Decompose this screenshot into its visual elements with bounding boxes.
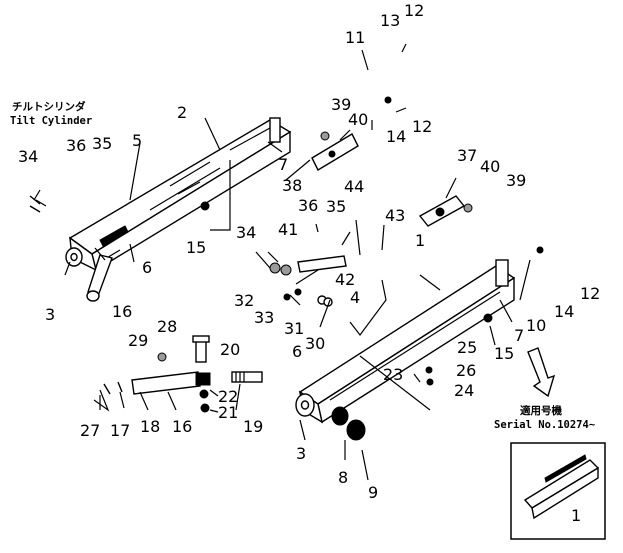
rod-part-42 bbox=[297, 255, 347, 273]
tilt-cylinder-note-en: Tilt Cylinder bbox=[10, 115, 92, 127]
callout-33: 33 bbox=[254, 308, 274, 327]
callout-16-lower: 16 bbox=[172, 417, 192, 436]
callout-39-right: 39 bbox=[506, 171, 526, 190]
callout-12-top: 12 bbox=[404, 1, 424, 20]
callout-21: 21 bbox=[218, 403, 238, 422]
callout-44: 44 bbox=[344, 177, 364, 196]
callout-6-lower: 6 bbox=[292, 342, 302, 361]
lower-pin-part-16 bbox=[131, 371, 211, 395]
callout-19: 19 bbox=[243, 417, 263, 436]
callout-1-inset: 1 bbox=[571, 506, 581, 525]
serial-inset-box bbox=[510, 442, 606, 540]
serial-note-en: Serial No.10274~ bbox=[494, 419, 595, 431]
callout-6-upper: 6 bbox=[142, 258, 152, 277]
callout-11: 11 bbox=[345, 28, 365, 47]
leader-lines bbox=[33, 43, 531, 481]
callout-14-upper: 14 bbox=[386, 127, 406, 146]
callout-22: 22 bbox=[218, 387, 238, 406]
upper-pin-part-16 bbox=[86, 254, 113, 302]
callout-9: 9 bbox=[368, 483, 378, 502]
callout-30: 30 bbox=[305, 334, 325, 353]
callout-13: 13 bbox=[380, 11, 400, 30]
serial-note-jp: 適用号機 bbox=[520, 404, 562, 417]
lower-frame-part-1 bbox=[295, 259, 516, 424]
roller-parts-8-9 bbox=[331, 406, 366, 441]
inset-arrow bbox=[527, 347, 556, 398]
callout-36-left: 36 bbox=[66, 136, 86, 155]
callout-20: 20 bbox=[220, 340, 240, 359]
callout-3-right: 3 bbox=[296, 444, 306, 463]
bolt-part-20 bbox=[192, 335, 210, 363]
callout-2: 2 bbox=[177, 103, 187, 122]
callout-34-left: 34 bbox=[18, 147, 38, 166]
callout-4: 4 bbox=[350, 288, 360, 307]
callout-41: 41 bbox=[278, 220, 298, 239]
callout-1: 1 bbox=[415, 231, 425, 250]
callout-28: 28 bbox=[157, 317, 177, 336]
callout-42: 42 bbox=[335, 270, 355, 289]
callout-38: 38 bbox=[282, 176, 302, 195]
callout-5: 5 bbox=[132, 131, 142, 150]
callout-15-upper: 15 bbox=[186, 238, 206, 257]
bracket-part-38 bbox=[311, 133, 359, 171]
callout-14-right: 14 bbox=[554, 302, 574, 321]
callout-10: 10 bbox=[526, 316, 546, 335]
callout-32: 32 bbox=[234, 291, 254, 310]
small-parts bbox=[29, 96, 544, 413]
callout-35-mid: 35 bbox=[326, 197, 346, 216]
callout-25: 25 bbox=[457, 338, 477, 357]
callout-39-upper: 39 bbox=[331, 95, 351, 114]
callout-43: 43 bbox=[385, 206, 405, 225]
callout-37: 37 bbox=[457, 146, 477, 165]
callout-35-left: 35 bbox=[92, 134, 112, 153]
callout-40-right: 40 bbox=[480, 157, 500, 176]
callout-15-lower: 15 bbox=[494, 344, 514, 363]
tilt-cylinder-note-jp: チルトシリンダ bbox=[12, 100, 86, 113]
callout-31: 31 bbox=[284, 319, 304, 338]
callout-16-upper: 16 bbox=[112, 302, 132, 321]
bolt-part-19 bbox=[231, 371, 263, 383]
bracket-part-37 bbox=[418, 195, 466, 227]
callout-36-mid: 36 bbox=[298, 196, 318, 215]
callout-23: 23 bbox=[383, 365, 403, 384]
callout-12-right: 12 bbox=[580, 284, 600, 303]
callout-34-mid: 34 bbox=[236, 223, 256, 242]
callout-3-left: 3 bbox=[45, 305, 55, 324]
callout-17: 17 bbox=[110, 421, 130, 440]
callout-7-lower: 7 bbox=[514, 326, 524, 345]
callout-40-upper: 40 bbox=[348, 110, 368, 129]
upper-frame-part-2 bbox=[65, 117, 292, 272]
callout-26: 26 bbox=[456, 361, 476, 380]
callout-12-mid: 12 bbox=[412, 117, 432, 136]
callout-27: 27 bbox=[80, 421, 100, 440]
callout-29: 29 bbox=[128, 331, 148, 350]
callout-18: 18 bbox=[140, 417, 160, 436]
callout-8: 8 bbox=[338, 468, 348, 487]
callout-7-upper: 7 bbox=[278, 155, 288, 174]
callout-24: 24 bbox=[454, 381, 474, 400]
